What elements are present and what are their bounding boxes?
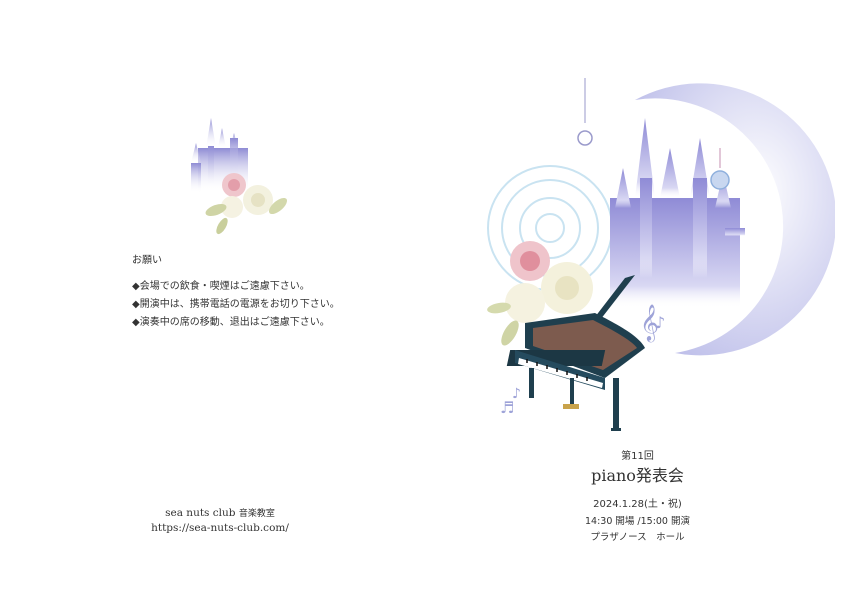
left-page: お願い ◆会場での飲食・喫煙はご遠慮下さい。 ◆開演中は、携帯電話の電源をお切り… [120,118,340,535]
notice-item: ◆演奏中の席の移動、退出はご遠慮下さい。 [132,317,330,328]
right-page: 𝄞 ♪ ♬ ♪ [425,0,850,600]
moon-piano-illustration: 𝄞 ♪ ♬ ♪ [487,78,835,431]
notice-title: お願い [132,255,162,266]
club-name-line: sea nuts club 音楽教室 [120,506,320,521]
svg-text:♪: ♪ [655,313,665,332]
crescent-moon [635,83,835,356]
svg-text:♪: ♪ [512,386,521,402]
edition-number: 第11回 [621,451,654,462]
castle-roses-illustration [191,118,288,235]
notice-item: ◆開演中は、携帯電話の電源をお切り下さい。 [132,299,340,310]
club-info: sea nuts club 音楽教室 https://sea-nuts-club… [120,506,320,535]
notice-section: お願い ◆会場での飲食・喫煙はご遠慮下さい。 ◆開演中は、携帯電話の電源をお切り… [132,252,340,332]
castle [610,118,745,308]
event-venue: プラザノース ホール [590,532,685,543]
event-title: piano発表会 [591,466,684,485]
club-name: sea nuts club [165,507,236,519]
event-time: 14:30 開場 /15:00 開演 [584,516,690,527]
svg-text:𝄞: 𝄞 [640,303,659,342]
club-url: https://sea-nuts-club.com/ [151,522,289,534]
event-date: 2024.1.28(土・祝) [593,499,682,510]
music-notes: 𝄞 ♪ ♬ ♪ [500,303,665,417]
notice-item: ◆会場での飲食・喫煙はご遠慮下さい。 [132,281,310,292]
club-suffix: 音楽教室 [238,509,275,519]
grand-piano [506,275,645,431]
svg-text:♬: ♬ [500,398,514,417]
